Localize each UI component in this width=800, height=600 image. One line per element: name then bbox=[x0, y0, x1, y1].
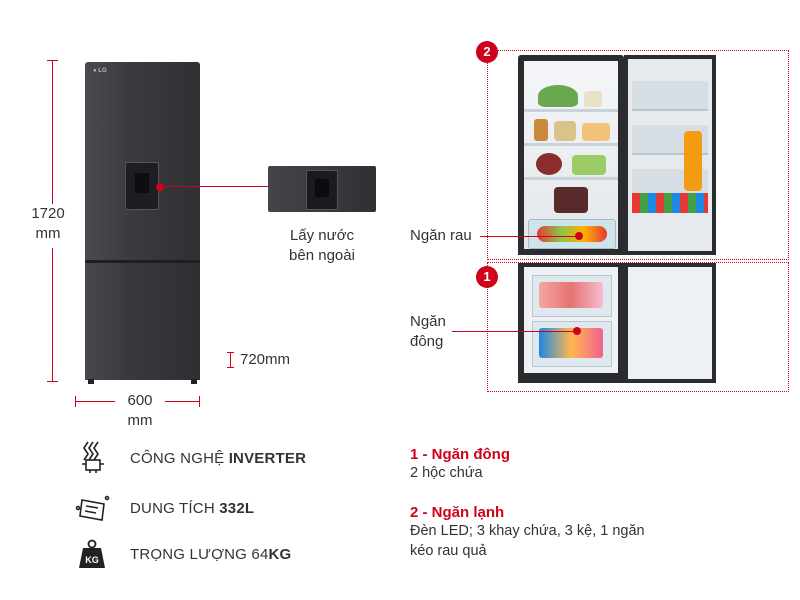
crisper-callout-dot bbox=[575, 232, 583, 240]
fridge-foot-right bbox=[191, 379, 197, 384]
feature-inverter: CÔNG NGHỆ INVERTER bbox=[130, 450, 306, 467]
freezer-drawer-2 bbox=[532, 321, 612, 367]
dispenser-label-line2: bên ngoài bbox=[289, 247, 355, 264]
door-bin-1 bbox=[632, 81, 708, 111]
freezer-cabinet bbox=[518, 263, 624, 383]
fridge-cavity bbox=[524, 61, 618, 249]
door-drinks bbox=[632, 193, 708, 213]
fridge-foot-left bbox=[88, 379, 94, 384]
width-tick-left bbox=[75, 396, 76, 407]
freezer-callout-dot bbox=[573, 327, 581, 335]
vegetables-food bbox=[572, 155, 606, 175]
water-dispenser bbox=[125, 162, 159, 210]
crisper-callout-line bbox=[480, 236, 578, 237]
width-value: 600 bbox=[127, 392, 153, 409]
fridge-shelf-3 bbox=[524, 177, 618, 180]
freezer-callout-line bbox=[452, 331, 576, 332]
dispenser-zoom bbox=[268, 166, 376, 212]
freezer-label-line1: Ngăn bbox=[410, 313, 446, 330]
feature-capacity-bold: 332L bbox=[219, 500, 255, 517]
crisper-produce bbox=[537, 226, 607, 242]
width-unit: mm bbox=[127, 412, 153, 429]
dispenser-nozzle bbox=[135, 173, 149, 193]
height-label: 1720 mm bbox=[28, 204, 68, 248]
height-unit: mm bbox=[35, 225, 61, 242]
weight-icon: KG bbox=[76, 538, 108, 570]
brand-logo-icon: ● LG bbox=[93, 68, 107, 74]
height-tick-top bbox=[47, 60, 58, 61]
fridge-exterior: ● LG bbox=[85, 62, 200, 384]
capacity-icon bbox=[74, 494, 110, 524]
spec-fridge: 2 - Ngăn lạnh Đèn LED; 3 khay chứa, 3 kệ… bbox=[410, 504, 790, 561]
dispenser-callout-line bbox=[164, 186, 268, 187]
inverter-chip-icon bbox=[78, 440, 108, 474]
width-tick-right bbox=[199, 396, 200, 407]
feature-inverter-bold: INVERTER bbox=[228, 450, 307, 467]
freezer-zone-badge: 1 bbox=[476, 266, 498, 288]
fridge-upper-door bbox=[85, 62, 200, 260]
fridge-lower-door bbox=[85, 263, 200, 380]
fridge-shelf-1 bbox=[524, 109, 618, 112]
feature-weight-prefix: TRỌNG LƯỢNG 64 bbox=[130, 546, 269, 563]
clearance-label: 720mm bbox=[240, 351, 291, 368]
feature-capacity-prefix: DUNG TÍCH bbox=[130, 500, 220, 517]
feature-weight-bold: KG bbox=[268, 546, 292, 563]
fridge-interior bbox=[518, 55, 723, 383]
container-food bbox=[554, 121, 576, 141]
width-label: 600 mm bbox=[115, 391, 165, 431]
weight-icon-text: KG bbox=[85, 555, 99, 565]
freezer-cavity bbox=[524, 267, 618, 373]
freezer-label-line2: đông bbox=[410, 333, 444, 350]
spec-fridge-body-line2: kéo rau quả bbox=[410, 543, 487, 559]
dispenser-label: Lấy nước bên ngoài bbox=[268, 226, 376, 266]
cake-food bbox=[536, 153, 562, 175]
feature-inverter-prefix: CÔNG NGHỆ bbox=[130, 450, 229, 467]
bottle-food bbox=[534, 119, 548, 141]
fridge-zone-badge: 2 bbox=[476, 41, 498, 63]
spec-freezer: 1 - Ngăn đông 2 hộc chứa bbox=[410, 446, 790, 483]
fridge-door-open bbox=[624, 55, 716, 255]
crisper-label: Ngăn rau bbox=[410, 227, 472, 244]
clearance-tick-bottom bbox=[227, 367, 234, 368]
spec-fridge-body-line1: Đèn LED; 3 khay chứa, 3 kệ, 1 ngăn bbox=[410, 523, 645, 539]
bread-food bbox=[582, 123, 610, 141]
freezer-food-1 bbox=[539, 282, 603, 308]
clearance-line bbox=[230, 352, 231, 368]
freezer-food-2 bbox=[539, 328, 603, 358]
feature-capacity: DUNG TÍCH 332L bbox=[130, 500, 254, 517]
freezer-label: Ngăn đông bbox=[410, 312, 446, 352]
freezer-zone-outline bbox=[487, 262, 789, 392]
freezer-door-open bbox=[624, 263, 716, 383]
spec-fridge-title: 2 - Ngăn lạnh bbox=[410, 504, 505, 521]
crisper-drawer bbox=[528, 219, 616, 249]
dispenser-label-line1: Lấy nước bbox=[289, 227, 355, 244]
feature-weight: TRỌNG LƯỢNG 64KG bbox=[130, 546, 291, 563]
height-value: 1720 bbox=[31, 205, 65, 222]
dessert-food bbox=[554, 187, 588, 213]
fridge-shelf-2 bbox=[524, 143, 618, 146]
spec-freezer-title: 1 - Ngăn đông bbox=[410, 446, 510, 463]
fridge-cabinet bbox=[518, 55, 624, 255]
dispenser-zoom-nozzle bbox=[315, 179, 329, 197]
door-gap bbox=[85, 260, 200, 263]
dispenser-zoom-panel bbox=[306, 170, 338, 210]
height-tick-bottom bbox=[47, 381, 58, 382]
spec-freezer-body: 2 hộc chứa bbox=[410, 465, 483, 481]
fridge-zone-outline bbox=[487, 50, 789, 260]
juice-bottle bbox=[684, 131, 702, 191]
clearance-marker bbox=[227, 352, 234, 368]
jar-food bbox=[584, 91, 602, 107]
dispenser-callout-dot bbox=[156, 183, 164, 191]
freezer-drawer-1 bbox=[532, 275, 612, 317]
salad-food bbox=[538, 85, 578, 107]
